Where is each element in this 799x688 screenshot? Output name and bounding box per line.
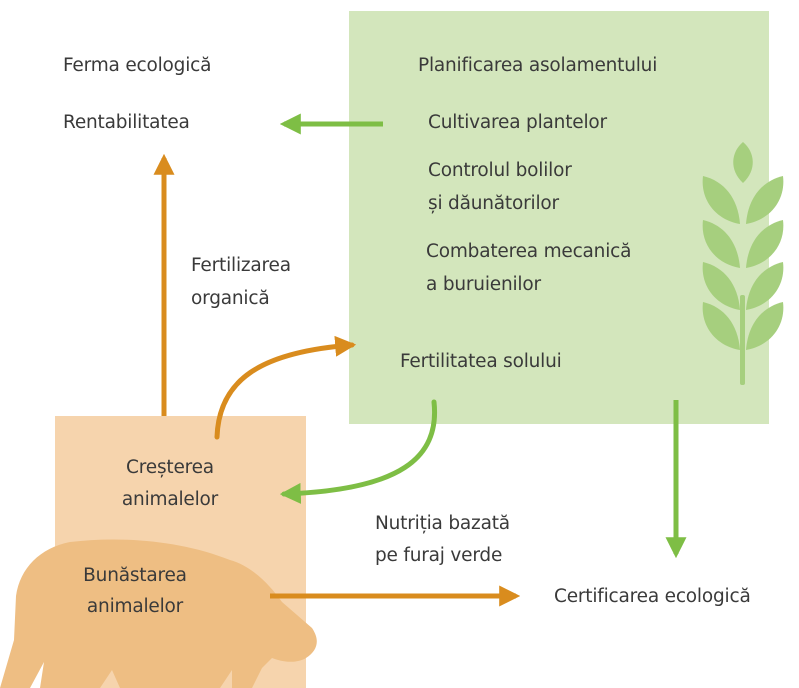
weed-control-label-line1: Combaterea mecanică <box>426 241 632 262</box>
profitability-label: Rentabilitatea <box>63 112 190 133</box>
crop-box <box>349 11 769 424</box>
disease-control-label-line2: și dăunătorilor <box>428 193 559 214</box>
arrow-organic-fertilization <box>214 335 357 440</box>
livestock-label-line1: Creșterea <box>126 457 214 478</box>
eco-certification-label: Certificarea ecologică <box>554 586 751 607</box>
cow-icon <box>0 539 317 688</box>
weed-control-label-line2: a buruienilor <box>426 274 541 295</box>
farm-title: Ferma ecologică <box>63 55 212 76</box>
rotation-planning-label: Planificarea asolamentului <box>418 55 658 76</box>
soil-fertility-label: Fertilitatea solului <box>400 351 562 372</box>
green-feed-label-line1: Nutriția bazată <box>375 513 510 534</box>
green-feed-label-line2: pe furaj verde <box>375 545 503 566</box>
disease-control-label-line1: Controlul bolilor <box>428 160 572 181</box>
animal-welfare-label-line2: animalelor <box>86 596 184 617</box>
livestock-label-line2: animalelor <box>121 489 219 510</box>
arrow-soil-to-livestock <box>279 399 438 504</box>
wheat-icon <box>702 142 784 385</box>
crop-cultivation-label: Cultivarea plantelor <box>428 112 607 133</box>
animal-welfare-label-line1: Bunăstarea <box>83 565 187 586</box>
organic-fertilization-label-line1: Fertilizarea <box>191 255 291 276</box>
organic-fertilization-label-line2: organică <box>191 288 270 309</box>
